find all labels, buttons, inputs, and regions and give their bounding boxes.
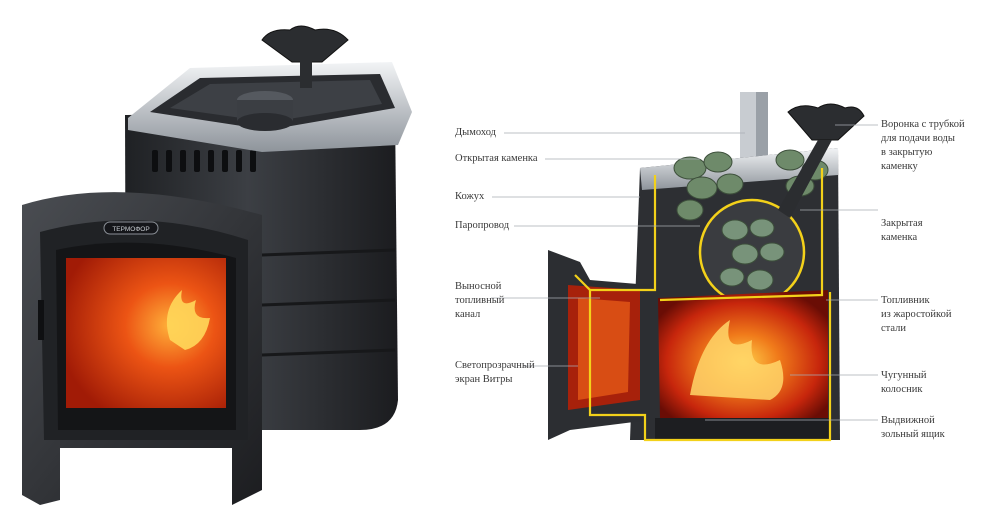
door: ТЕРМОФОР <box>22 192 262 505</box>
label-fuel-channel: Выносной топливный канал <box>455 281 505 320</box>
funnel-icon <box>261 25 349 88</box>
label-grate: Чугунный колосник <box>881 370 927 395</box>
funnel-pipe-icon <box>778 103 865 218</box>
label-steam-duct: Паропровод <box>455 220 510 231</box>
vent-slots <box>152 150 256 172</box>
leader-lines <box>491 124 878 421</box>
label-funnel: Воронка с трубкой для подачи воды в закр… <box>881 119 965 172</box>
stove-exterior: ТЕРМОФОР <box>22 25 412 505</box>
label-chimney: Дымоход <box>455 127 496 138</box>
label-closed-stones: Закрытая каменка <box>881 218 923 243</box>
closed-stones <box>719 218 785 291</box>
label-firebox: Топливник из жаростойкой стали <box>881 295 952 334</box>
label-ash-box: Выдвижной зольный ящик <box>881 415 945 440</box>
label-open-stones: Открытая каменка <box>455 153 538 164</box>
label-casing: Кожух <box>455 191 485 202</box>
brand-plate-text: ТЕРМОФОР <box>112 226 149 233</box>
stove-cutaway <box>548 92 865 442</box>
label-vitra-screen: Светопрозрачный экран Витры <box>455 360 535 385</box>
